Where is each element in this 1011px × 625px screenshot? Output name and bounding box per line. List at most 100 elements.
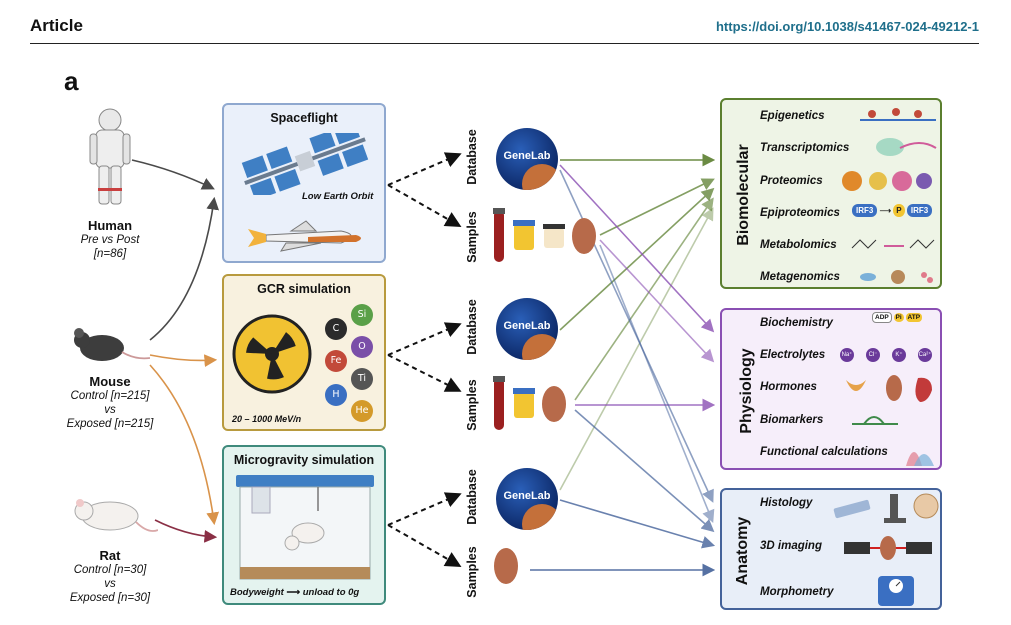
item-hormones: Hormones: [760, 381, 817, 393]
dna-icon: [860, 108, 936, 121]
header-divider: [30, 43, 979, 44]
protein-icon: [842, 171, 932, 191]
pi-tag: Pi: [893, 313, 904, 322]
item-functional-calculations: Functional calculations: [760, 446, 888, 458]
rat-illustration: [74, 499, 158, 532]
bodyweight-label: Bodyweight: [230, 587, 284, 598]
samples-label-2: Samples: [465, 379, 479, 431]
microscope-icon: [833, 493, 939, 523]
hindlimb-unloading-cage-icon: [236, 475, 374, 580]
rat-vs: vs: [104, 578, 116, 590]
element-si: Si: [351, 304, 373, 326]
rat-label: Rat: [99, 548, 121, 563]
anatomy-label: Anatomy: [734, 516, 751, 586]
shuttle-icon: [248, 220, 361, 252]
panel-letter: a: [64, 66, 79, 96]
item-epiproteomics: Epiproteomics: [760, 207, 840, 219]
database-label-3: Database: [465, 469, 479, 525]
radiation-icon: [232, 314, 312, 394]
microgravity-caption: Bodyweight ⟶ unload to 0g: [230, 587, 360, 598]
journal-label: Article: [30, 16, 83, 35]
human-label: Human: [87, 218, 133, 233]
item-3d-imaging: 3D imaging: [760, 540, 822, 552]
ion-sodium: Na⁺: [840, 348, 854, 362]
gcr-box: GCR simulation C Si O Fe Ti H He 20 – 10…: [222, 274, 386, 431]
element-c: C: [325, 318, 347, 340]
mouse-label: Mouse: [89, 374, 131, 389]
samples-icons-gcr: [493, 376, 566, 430]
item-electrolytes: Electrolytes: [760, 349, 826, 361]
human-count: [n=86]: [93, 248, 127, 260]
astronaut-illustration: [89, 108, 131, 205]
adp-tag: ADP: [872, 312, 892, 323]
spaceflight-title: Spaceflight: [270, 111, 338, 125]
element-fe: Fe: [325, 350, 347, 372]
physiology-box: Physiology Biochemistry Electrolytes Hor…: [720, 308, 942, 470]
samples-label-3: Samples: [465, 546, 479, 598]
item-metabolomics: Metabolomics: [760, 239, 837, 251]
element-ti: Ti: [351, 368, 373, 390]
microgravity-title: Microgravity simulation: [233, 453, 375, 467]
atp-diagram: ADP Pi ATP: [872, 312, 923, 323]
energy-max: 1000 MeV/n: [252, 414, 302, 424]
subject-human: Human Pre vs Post [n=86]: [60, 218, 160, 261]
genelab-text-2: GeneLab: [503, 320, 551, 332]
subject-rat: Rat Control [n=30] vs Exposed [n=30]: [50, 548, 170, 605]
distribution-chart-icon: [906, 452, 934, 466]
endocrine-organs-icon: [846, 375, 932, 402]
ion-potassium: K⁺: [892, 348, 906, 362]
unload-label: unload to 0g: [302, 587, 360, 598]
metabolite-icon: [851, 239, 935, 249]
element-he: He: [351, 400, 373, 422]
database-label-2: Database: [465, 299, 479, 355]
item-epigenetics: Epigenetics: [760, 110, 825, 122]
gcr-title: GCR simulation: [257, 282, 351, 296]
item-morphometry: Morphometry: [760, 586, 834, 598]
genelab-text-1: GeneLab: [503, 150, 551, 162]
genelab-logo-3: GeneLab: [496, 468, 558, 530]
item-transcriptomics: Transcriptomics: [760, 142, 850, 154]
biomolecular-box: Biomolecular Epigenetics Transcriptomics…: [720, 98, 942, 289]
rat-exposed: Exposed [n=30]: [69, 592, 151, 604]
phospho-tag: P: [893, 204, 905, 217]
ion-calcium: Ca²⁺: [918, 348, 932, 362]
mouse-control: Control [n=215]: [70, 390, 150, 402]
genelab-text-3: GeneLab: [503, 490, 551, 502]
genelab-logo-2: GeneLab: [496, 298, 558, 360]
item-biomarkers: Biomarkers: [760, 414, 824, 426]
samples-icons-spaceflight: [493, 208, 596, 262]
item-metagenomics: Metagenomics: [760, 271, 840, 283]
atp-tag: ATP: [905, 313, 923, 322]
samples-icons-microgravity: [494, 548, 518, 584]
space-station-icon: [241, 133, 369, 195]
microbe-icon: [860, 270, 933, 284]
spaceflight-caption: Low Earth Orbit: [302, 191, 374, 202]
item-histology: Histology: [760, 497, 813, 509]
item-biochemistry: Biochemistry: [760, 317, 833, 329]
microgravity-box: Microgravity simulation Bodyweight ⟶ unl…: [222, 445, 386, 605]
rna-icon: [876, 138, 937, 156]
ion-chloride: Cl⁻: [866, 348, 880, 362]
mouse-illustration: [74, 328, 150, 361]
mouse-exposed: Exposed [n=215]: [66, 418, 154, 430]
biomolecular-label: Biomolecular: [735, 144, 752, 246]
scale-icon: [878, 576, 914, 606]
light-sheet-imaging-icon: [844, 536, 932, 560]
irf3-tag-1: IRF3: [852, 204, 878, 217]
gcr-energy: 20 – 1000 MeV/n: [232, 414, 302, 424]
biomarker-icon: [852, 416, 898, 425]
spaceflight-box: Spaceflight Low Earth Orbit: [222, 103, 386, 263]
irf3-tag-2: IRF3: [906, 204, 933, 217]
rat-control: Control [n=30]: [73, 564, 147, 576]
genelab-logo-1: GeneLab: [496, 128, 558, 190]
physiology-label: Physiology: [738, 348, 755, 434]
samples-label-1: Samples: [465, 211, 479, 263]
subject-mouse: Mouse Control [n=215] vs Exposed [n=215]: [50, 374, 170, 431]
doi-link[interactable]: https://doi.org/10.1038/s41467-024-49212…: [715, 19, 979, 34]
anatomy-box: Anatomy Histology 3D imaging Morphometry: [720, 488, 942, 610]
human-comparison: Pre vs Post: [80, 234, 140, 246]
energy-min: 20: [232, 414, 243, 424]
database-label-1: Database: [465, 129, 479, 185]
mouse-vs: vs: [104, 404, 116, 416]
element-h: H: [325, 384, 347, 406]
